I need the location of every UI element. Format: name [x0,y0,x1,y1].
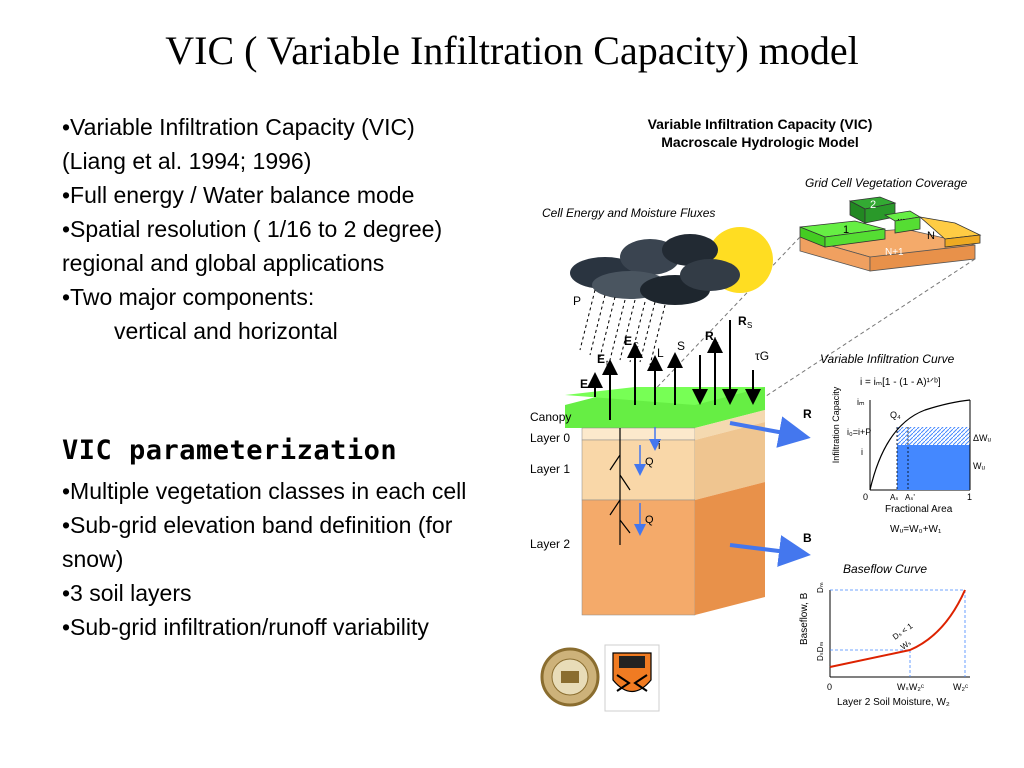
bullet-item: •Two major components: [62,284,315,310]
grid-cover-label: Grid Cell Vegetation Coverage [805,176,968,190]
flux-label-taug: τG [755,349,769,363]
tick-dm: Dₘ [816,582,825,593]
flux-label-rl-sub: L [714,336,719,345]
soil-layer-0 [581,427,696,441]
infiltration-xlabel: Fractional Area [885,504,953,515]
cell-fluxes-label: Cell Energy and Moisture Fluxes [542,206,715,220]
runoff-arrow [729,416,811,448]
label-dwu: ΔWᵤ [973,433,992,443]
soil-layer-1 [581,439,696,501]
tile-label: ... [897,212,905,223]
tick-i0: i₀=i+P [847,427,871,437]
bullet-item: •Sub-grid infiltration/runoff variabilit… [62,614,429,640]
tile-label: 2 [870,199,876,211]
baseflow-xlabel: Layer 2 Soil Moisture, W₂ [837,697,950,708]
flux-arrows [587,320,761,420]
bullet-subitem: vertical and horizontal [114,318,338,344]
layer-label-1: Layer 1 [530,462,570,476]
flux-label-l: L [657,346,664,360]
layer-label-0: Layer 0 [530,431,570,445]
flux-label-q1: Q [645,456,654,468]
label-wu: Wᵤ [973,461,985,471]
princeton-shield-icon [604,644,660,712]
tick-zero: 0 [863,492,868,502]
baseflow-ylabel: Baseflow, B [799,592,810,645]
section-heading: VIC parameterization [62,435,398,466]
label-qd: Q₄ [890,410,901,420]
bullet-list-overview: •Variable Infiltration Capacity (VIC) (L… [62,110,482,348]
flux-label-rl: R [705,329,714,343]
bullet-list-parameterization: •Multiple vegetation classes in each cel… [62,474,482,644]
infiltration-curve-panel: Variable Infiltration Curve i = iₘ[1 - (… [820,352,992,535]
flux-label-e: E [580,377,588,391]
flux-label-et: E [597,352,605,366]
bullet-item: •Multiple vegetation classes in each cel… [62,478,467,504]
bullet-item: •3 soil layers [62,580,192,606]
flux-label-r: R [803,407,812,421]
rain-lines [579,289,666,366]
flux-label-q2: Q [645,514,654,526]
vic-model-figure: Variable Infiltration Capacity (VIC) Mac… [530,116,992,712]
drainage-arrows [634,427,661,536]
layer-label-2: Layer 2 [530,537,570,551]
tick-as2: Aₛ' [905,493,915,502]
figure-subtitle: Macroscale Hydrologic Model [661,134,859,150]
flux-label-i: i [658,440,660,452]
vegetation-tiles: 2 1 ... N N+1 [799,196,982,272]
flux-label-et-sub: t [606,359,609,368]
layer-label-canopy: Canopy [530,410,571,424]
tick-i: i [861,447,863,457]
roots [609,428,631,545]
tick-w2c: W₂ᶜ [953,682,968,692]
tick-one: 1 [967,492,972,502]
flux-label-s: S [677,339,685,353]
tile-label: N [927,230,935,242]
tick-zero: 0 [827,682,832,692]
tick-as: Aₛ [890,493,898,502]
university-seal-icon [540,647,600,707]
baseflow-curve-panel: Baseflow Curve Baseflow, B Dₘ DₛDₘ 0 WₛW… [799,562,970,708]
baseflow-annotation: Dₛ < 1 [891,621,915,641]
tile-label: 1 [843,224,849,236]
tick-dsdm: DₛDₘ [816,641,825,661]
slide-title: VIC ( Variable Infiltration Capacity) mo… [165,28,859,73]
infiltration-equation: i = iₘ[1 - (1 - A)¹ᐟᵇ] [860,377,941,388]
baseflow-title: Baseflow Curve [843,562,927,576]
infiltration-ylabel: Infiltration Capacity [831,386,841,463]
baseflow-arrow [729,535,811,567]
bullet-item: •Full energy / Water balance mode [62,182,415,208]
soil-layer-2 [581,499,696,616]
cloud-icon [570,234,740,305]
bullet-item: •Variable Infiltration Capacity (VIC) (L… [62,114,415,174]
tick-wsw2c: WₛW₂ᶜ [897,682,924,692]
flux-label-ec: E [624,334,632,348]
flux-label-ec-sub: C [633,341,639,350]
flux-label-rs: R [738,314,747,328]
bullet-item: •Sub-grid elevation band definition (for… [62,512,453,572]
tick-im: iₘ [857,397,865,407]
flux-label-b: B [803,531,812,545]
bullet-item: •Spatial resolution ( 1/16 to 2 degree) … [62,216,443,276]
flux-label-rs-sub: S [747,321,752,330]
infiltration-title: Variable Infiltration Curve [820,352,955,366]
flux-label-p: P [573,294,581,308]
infiltration-footer: Wᵤ=W₀+W₁ [890,524,942,535]
tile-label: N+1 [885,247,904,258]
figure-title: Variable Infiltration Capacity (VIC) [648,116,873,132]
